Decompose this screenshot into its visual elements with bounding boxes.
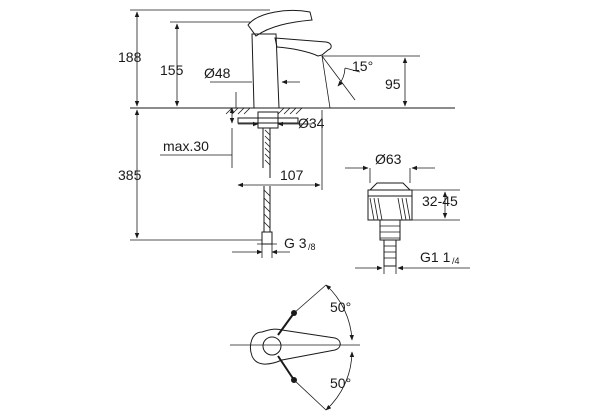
dimension-32-45: 32-45 <box>412 189 460 221</box>
label-dia63: Ø63 <box>375 151 402 167</box>
flow-angle-line <box>321 55 356 101</box>
dimension-g38: G 3 /8 <box>232 235 316 258</box>
dimension-g114: G1 1 /4 <box>355 249 470 274</box>
flow-axis <box>321 55 331 109</box>
label-lever-angle-bottom: 50° <box>330 375 351 391</box>
mounting-plate <box>237 117 299 124</box>
dimension-dia34: Ø34 <box>238 115 325 131</box>
hose-connector <box>261 231 273 245</box>
top-view-cartridge <box>262 336 282 356</box>
label-g38-base: G 3 <box>284 235 307 251</box>
deck-hatch-right <box>277 107 303 115</box>
swing-arc-bottom <box>325 351 355 411</box>
waste-flange <box>367 189 413 197</box>
faucet-lever <box>247 10 313 37</box>
label-155: 155 <box>160 62 184 78</box>
dimension-dia48: Ø48 <box>204 65 300 108</box>
supply-pipe <box>262 128 271 178</box>
waste-tail <box>383 239 397 267</box>
braided-hose <box>264 129 271 166</box>
label-dia48: Ø48 <box>204 65 231 81</box>
faucet-spout <box>274 37 332 57</box>
dimension-385: 385 <box>118 109 262 241</box>
faucet-top-view <box>230 284 360 411</box>
waste-thread-hatch <box>369 197 411 221</box>
flex-hose <box>263 186 271 232</box>
label-g114-fraction: /4 <box>452 256 460 266</box>
flex-hose-braid <box>263 189 271 229</box>
label-385: 385 <box>118 167 142 183</box>
lever-position-left <box>277 312 295 336</box>
dimension-155: 155 <box>160 23 184 107</box>
label-g38-fraction: /8 <box>308 242 316 252</box>
lever-position-right <box>277 355 295 381</box>
label-g114-base: G1 1 <box>420 249 451 265</box>
dimension-188: 188 <box>118 11 142 107</box>
label-95: 95 <box>385 76 401 92</box>
waste-assembly <box>367 182 413 267</box>
swing-arc-top <box>325 284 354 341</box>
dimension-dia63: Ø63 <box>345 151 435 183</box>
top-view-body <box>249 328 341 365</box>
dimension-95: 95 <box>385 57 408 107</box>
deck-hatch-left <box>225 107 251 115</box>
dimension-107: 107 <box>237 110 323 190</box>
waste-cap <box>368 182 412 191</box>
faucet-body <box>251 33 280 109</box>
label-188: 188 <box>118 49 142 65</box>
label-15deg: 15° <box>352 58 373 74</box>
label-107: 107 <box>280 167 304 183</box>
mounting-nut <box>257 111 279 129</box>
dimension-15deg: 15° <box>337 58 373 87</box>
label-lever-angle-top: 50° <box>330 299 351 315</box>
label-dia34: Ø34 <box>298 115 325 131</box>
label-32-45: 32-45 <box>422 193 458 209</box>
waste-neck <box>379 219 401 241</box>
label-max30: max.30 <box>163 138 209 154</box>
dimension-max30: max.30 <box>160 107 235 156</box>
faucet-side-view <box>130 9 455 245</box>
